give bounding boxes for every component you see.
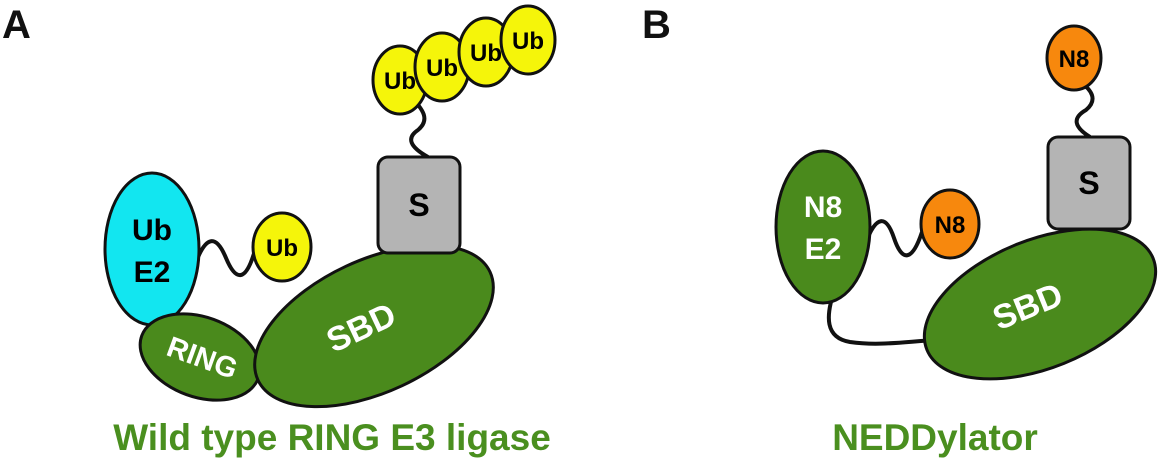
substrate-box <box>376 155 462 255</box>
ub-chain-label-2: Ub <box>426 55 458 82</box>
panel-b: B N8 E2 N8 SBD S N8 NEDDylator <box>642 3 1158 458</box>
ub-e2-label-line2: E2 <box>134 256 171 289</box>
polyubiquitin-chain: Ub Ub Ub Ub <box>371 4 557 116</box>
panel-a: A Ub E2 Ub RING SBD S Ub Ub Ub Ub <box>2 3 557 458</box>
ub-chain-label-1: Ub <box>384 68 416 95</box>
e2-sbd-linker <box>826 285 937 346</box>
n8-on-e2-circle <box>919 188 981 260</box>
n8-e2-label-line2: E2 <box>805 233 842 266</box>
panel-b-letter: B <box>642 3 671 47</box>
n8-e2-label-line1: N8 <box>804 191 842 224</box>
ub-e2-ellipse <box>103 171 201 327</box>
n8-e2-linker <box>864 219 924 258</box>
substrate-box-b <box>1046 135 1132 231</box>
ub-on-e2-label: Ub <box>266 235 298 262</box>
ub-chain-label-3: Ub <box>470 40 502 67</box>
ub-on-e2-circle <box>251 211 313 283</box>
sbd-ellipse <box>253 243 495 409</box>
substrate-ub-linker <box>408 94 429 159</box>
n8-on-substrate-circle <box>1045 24 1103 92</box>
ub-e2-linker <box>194 239 257 278</box>
n8-on-e2-label: N8 <box>935 212 966 239</box>
n8-e2-ellipse <box>774 149 872 305</box>
ub-chain-label-4: Ub <box>512 28 544 55</box>
panel-b-caption: NEDDylator <box>832 417 1038 458</box>
panel-a-caption: Wild type RING E3 ligase <box>113 417 551 458</box>
substrate-label: S <box>408 187 429 223</box>
ub-chain-circle-4 <box>499 4 557 76</box>
sbd-ellipse-b <box>922 227 1158 381</box>
substrate-label-b: S <box>1078 165 1099 201</box>
ub-e2-label-line1: Ub <box>132 214 172 247</box>
panel-a-letter: A <box>2 3 31 47</box>
substrate-n8-linker <box>1074 80 1095 139</box>
n8-on-substrate-label: N8 <box>1059 46 1090 73</box>
